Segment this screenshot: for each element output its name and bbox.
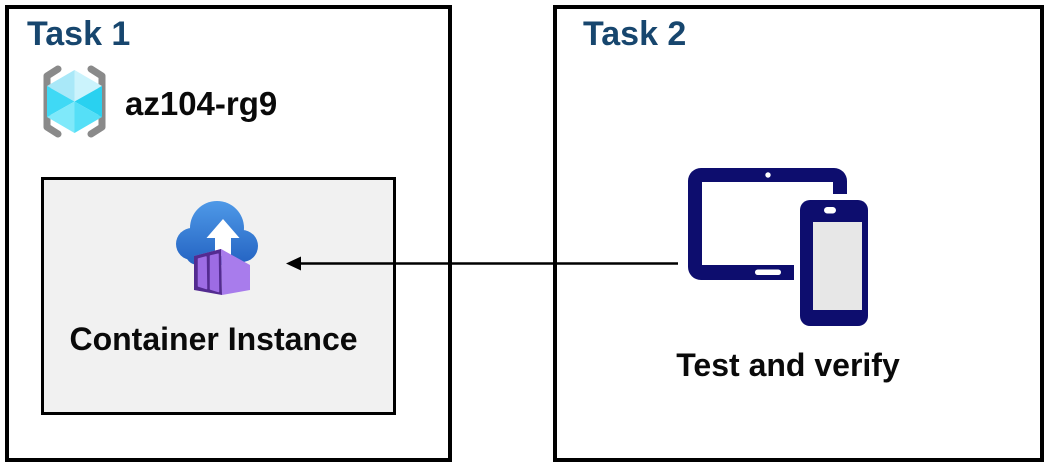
upload-arrow (206, 219, 240, 256)
task2-title: Task 2 (583, 15, 687, 53)
phone-screen (813, 222, 862, 310)
test-and-verify-label: Test and verify (676, 347, 900, 383)
tablet-home-button (755, 269, 781, 275)
task1-title: Task 1 (27, 15, 131, 53)
tablet-camera-dot (765, 172, 771, 178)
phone-speaker (824, 207, 836, 214)
devices-icon (688, 168, 874, 332)
container-instance-icon (176, 201, 258, 295)
resource-group-name: az104-rg9 (125, 85, 278, 122)
container-instance-box: Container Instance (41, 177, 396, 415)
phone-icon (794, 194, 874, 332)
container-cube (194, 249, 250, 295)
task2-box: Task 2 Test and verify (553, 5, 1044, 462)
resource-group-icon (43, 65, 106, 138)
task1-box: Task 1 az104-rg9 (5, 5, 452, 462)
cube (47, 70, 102, 133)
container-instance-label: Container Instance (69, 321, 358, 357)
